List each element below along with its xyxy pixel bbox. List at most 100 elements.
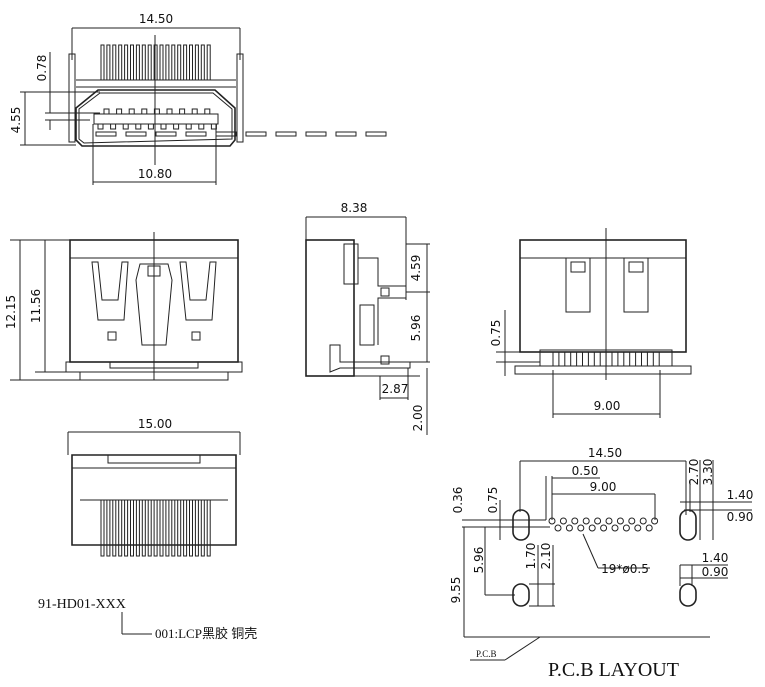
pcb-hole	[611, 524, 619, 532]
contact-pin	[128, 108, 135, 115]
contact-fin	[177, 499, 182, 557]
contact-pin	[110, 123, 117, 130]
shell-slot	[185, 131, 207, 137]
contact-fin	[177, 44, 182, 81]
pcb-hole	[622, 524, 630, 532]
contact-pin	[160, 123, 167, 130]
bottom-width-dim: 15.00	[138, 417, 172, 431]
pcb-hole	[600, 524, 608, 532]
contact-fin	[112, 44, 117, 81]
bottom-view	[67, 431, 241, 557]
rear-pin-span-dim: 9.00	[594, 399, 621, 413]
side-view	[305, 216, 430, 435]
contact-fin	[206, 499, 211, 557]
rear-view	[496, 228, 692, 418]
contact-fin	[153, 44, 158, 81]
pcb-holes-label: 19*ø0.5	[601, 562, 649, 576]
contact-fin	[106, 44, 111, 81]
contact-fin	[200, 499, 205, 557]
contact-fin	[165, 499, 170, 557]
shell-slot	[365, 131, 387, 137]
pcb-hole	[571, 517, 579, 525]
pcb-rear-slot-h1-dim: 1.70	[524, 543, 538, 570]
side-depth-dim: 8.38	[341, 201, 368, 215]
front-view	[10, 232, 243, 381]
pcb-row-offset-dim: 0.36	[451, 487, 465, 514]
top-width-dim: 14.50	[139, 12, 173, 26]
pcb-hole	[577, 524, 585, 532]
contact-pin	[153, 108, 160, 115]
part-note: 001:LCP黑胶 铜壳	[155, 626, 257, 641]
pcb-slot-w2-dim: 0.90	[727, 510, 754, 524]
contact-pin	[116, 108, 123, 115]
contact-fin	[165, 44, 170, 81]
pcb-hole	[639, 517, 647, 525]
contact-pin	[147, 123, 154, 130]
shell-slot	[215, 131, 237, 137]
rear-offset-dim: 0.75	[489, 320, 503, 347]
top-height-dim: 4.55	[9, 107, 23, 134]
side-tail-dim: 2.87	[382, 382, 409, 396]
contact-fin	[171, 44, 176, 81]
front-body-height-dim: 11.56	[29, 289, 43, 323]
contact-fin	[106, 499, 111, 557]
pcb-pitch-dim: 0.50	[572, 464, 599, 478]
pcb-slot-w1-dim: 1.40	[727, 488, 754, 502]
contact-fin	[147, 44, 152, 81]
contact-pin	[204, 108, 211, 115]
contact-pin	[191, 108, 198, 115]
contact-fin	[141, 499, 146, 557]
contact-pin	[198, 123, 205, 130]
side-upper-dim: 4.59	[409, 255, 423, 282]
contact-fin	[141, 44, 146, 81]
top-inner-width-dim: 10.80	[138, 167, 172, 181]
contact-fin	[194, 499, 199, 557]
contact-fin	[206, 44, 211, 81]
contact-fin	[112, 499, 117, 557]
pcb-hole	[588, 524, 596, 532]
contact-pin	[185, 123, 192, 130]
pcb-hole	[645, 524, 653, 532]
pcb-row-gap-dim: 0.75	[486, 487, 500, 514]
contact-fin	[189, 499, 193, 557]
pcb-hole	[628, 517, 636, 525]
contact-fin	[183, 44, 188, 81]
shell-slot	[275, 131, 297, 137]
contact-fin	[147, 499, 152, 557]
pcb-rear-slot-w2-dim: 0.90	[702, 565, 729, 579]
pcb-hole	[605, 517, 613, 525]
contact-pin	[141, 108, 148, 115]
top-pin-height-dim: 0.78	[35, 55, 49, 82]
contact-pin	[135, 123, 142, 130]
contact-pin	[103, 108, 110, 115]
pcb-hole	[651, 517, 659, 525]
contact-fin	[130, 44, 134, 81]
top-view	[20, 27, 387, 185]
contact-fin	[159, 44, 164, 81]
contact-fin	[135, 499, 140, 557]
contact-pin	[179, 108, 186, 115]
shell-slot	[335, 131, 357, 137]
contact-fin	[130, 499, 134, 557]
contact-fin	[124, 44, 129, 81]
contact-fin	[183, 499, 188, 557]
shell-slot	[305, 131, 327, 137]
contact-fin	[100, 44, 105, 81]
pcb-layout	[462, 460, 752, 661]
front-overall-height-dim: 12.15	[4, 295, 18, 329]
contact-fin	[135, 44, 140, 81]
contact-fin	[159, 499, 164, 557]
contact-pin	[122, 123, 129, 130]
contact-fin	[118, 499, 123, 557]
pcb-hole	[565, 524, 573, 532]
side-drop-dim: 2.00	[411, 405, 425, 432]
contact-fin	[153, 499, 158, 557]
contact-fin	[100, 499, 105, 557]
pcb-hole	[594, 517, 602, 525]
contact-pin	[173, 123, 180, 130]
pcb-hole	[559, 517, 567, 525]
pcb-slot-h2-dim: 3.30	[701, 459, 715, 486]
pcb-layout-title: P.C.B LAYOUT	[548, 659, 679, 681]
